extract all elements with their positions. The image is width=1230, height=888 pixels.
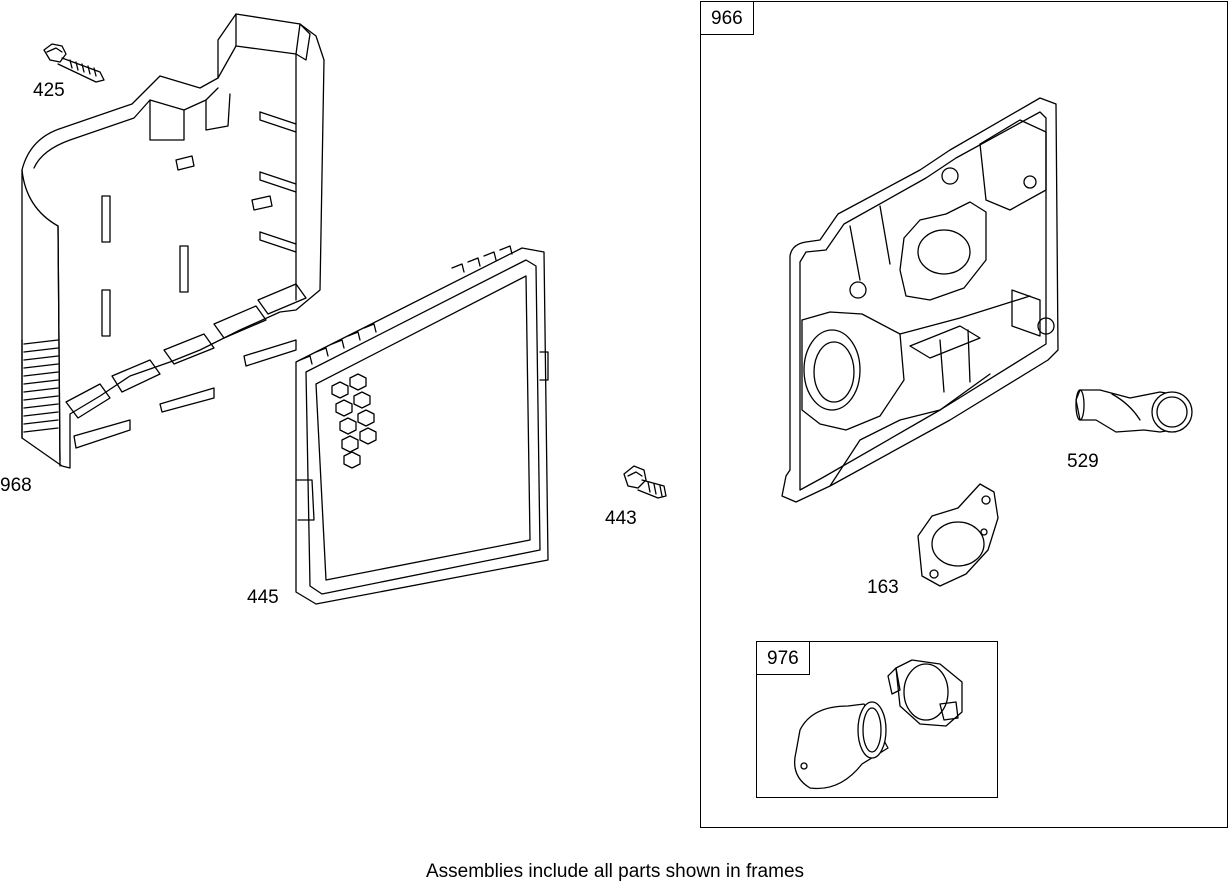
part-label-425: 425 [33,80,65,101]
part-label-163: 163 [867,577,899,598]
assembly-frame-976-label: 976 [757,642,810,675]
filter-element-976-drawing [793,659,963,790]
assembly-frame-976: 976 [756,641,998,798]
elbow-529-drawing [1075,389,1193,433]
screw-443-drawing [623,465,667,499]
gasket-163-drawing [917,483,999,587]
bolt-425-drawing [43,43,105,83]
air-cleaner-base-968-drawing [21,13,325,469]
assembly-frame-966-label: 966 [701,2,754,35]
part-label-529: 529 [1067,451,1099,472]
air-filter-445-drawing [295,245,549,605]
part-label-968: 968 [0,475,32,496]
footer-note: Assemblies include all parts shown in fr… [425,861,805,882]
air-cleaner-cover-966-drawing [781,97,1059,503]
part-label-443: 443 [605,508,637,529]
part-label-445: 445 [247,587,279,608]
assembly-frame-966: 966 [700,1,1228,828]
